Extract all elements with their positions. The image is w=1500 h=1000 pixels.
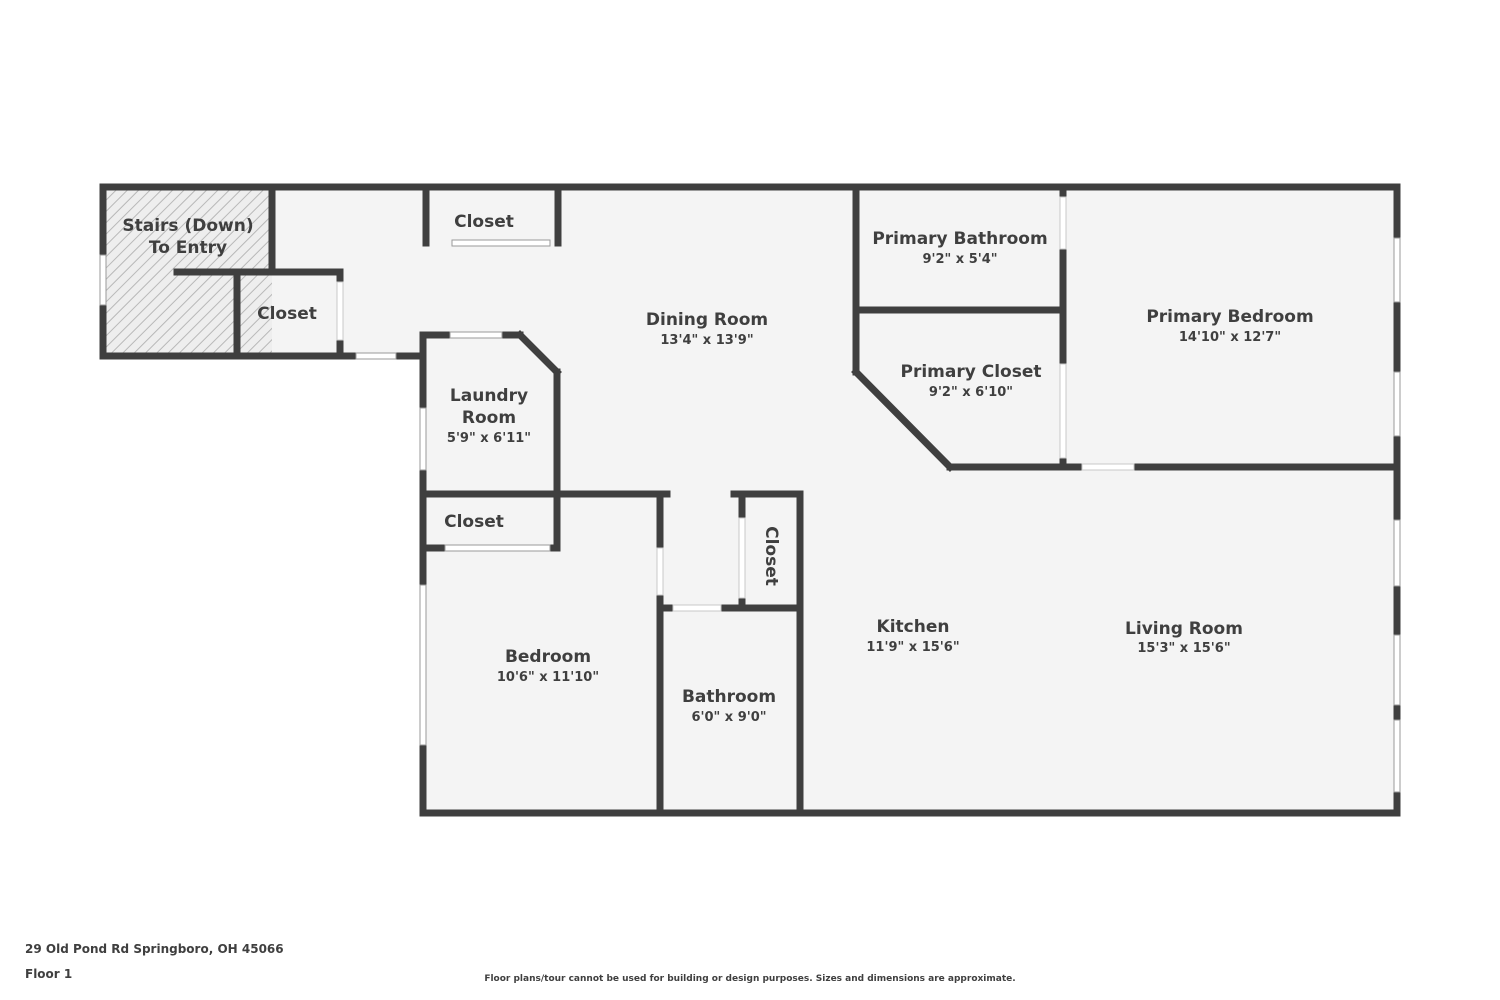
door-primary-closet [1059, 363, 1067, 459]
primary-bathroom-dims: 9'2" x 5'4" [922, 252, 997, 267]
living-room-dims: 15'3" x 15'6" [1137, 641, 1230, 656]
bathroom-label: Bathroom [682, 687, 776, 707]
window-primary-bed-2 [1393, 371, 1401, 437]
stairs-label-line1: Stairs (Down) [122, 216, 253, 236]
laundry-room-dims: 5'9" x 6'11" [447, 431, 531, 446]
closet-entry-label: Closet [257, 304, 317, 324]
window-primary-bed-1 [1393, 237, 1401, 303]
window-living-3 [1393, 719, 1401, 793]
floor-area [103, 187, 1397, 813]
window-bedroom-west [419, 584, 427, 746]
primary-bedroom-label: Primary Bedroom [1146, 307, 1313, 327]
closet-top-label: Closet [454, 212, 514, 232]
disclaimer-text: Floor plans/tour cannot be used for buil… [484, 974, 1016, 984]
door-bedroom [656, 547, 664, 596]
room-labels: Stairs (Down) To Entry Closet Closet Din… [122, 212, 1313, 725]
door-bathroom [672, 604, 722, 612]
window-bedroom-closet [444, 544, 551, 552]
floor-label: Floor 1 [25, 967, 73, 981]
primary-closet-dims: 9'2" x 6'10" [929, 385, 1013, 400]
window-entry [355, 352, 397, 360]
closet-bedroom-label: Closet [444, 512, 504, 532]
window-living-2 [1393, 634, 1401, 706]
bedroom-dims: 10'6" x 11'10" [497, 670, 599, 685]
primary-bedroom-dims: 14'10" x 12'7" [1179, 330, 1281, 345]
window-laundry-west [419, 407, 427, 471]
kitchen-dims: 11'9" x 15'6" [866, 640, 959, 655]
openings [99, 196, 1401, 793]
laundry-room-label-line1: Laundry [450, 386, 528, 406]
property-address: 29 Old Pond Rd Springboro, OH 45066 [25, 942, 284, 956]
laundry-room-label-line2: Room [462, 408, 516, 428]
bathroom-dims: 6'0" x 9'0" [691, 710, 766, 725]
door-hall-closet [738, 517, 746, 599]
primary-closet-label: Primary Closet [901, 362, 1042, 382]
window-closet-top [451, 239, 551, 247]
dining-room-dims: 13'4" x 13'9" [660, 333, 753, 348]
bedroom-label: Bedroom [505, 647, 591, 667]
stairs-label-line2: To Entry [149, 238, 227, 258]
door-closet-entry [336, 281, 344, 341]
window-stairs-west [99, 254, 107, 306]
window-laundry-top [449, 331, 503, 339]
primary-bathroom-label: Primary Bathroom [872, 229, 1047, 249]
living-room-label: Living Room [1125, 619, 1243, 639]
window-living-1 [1393, 519, 1401, 587]
closet-hall-label: Closet [761, 526, 781, 586]
door-primary-bath [1059, 196, 1067, 250]
kitchen-label: Kitchen [877, 617, 950, 637]
door-primary-bed [1081, 463, 1135, 471]
dining-room-label: Dining Room [646, 310, 768, 330]
